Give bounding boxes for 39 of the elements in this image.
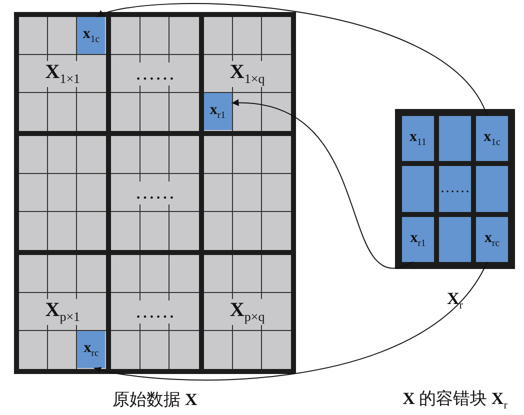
math-label: X$_{1×q}$ [228, 61, 267, 87]
matrix-cell [402, 216, 434, 262]
caption: X 的容错块 X$_{r}$ [402, 388, 508, 412]
math-label: X$_{p×q}$ [228, 299, 267, 325]
arrow [94, 261, 488, 381]
math-label: X$_{1×1}$ [43, 61, 82, 87]
matrix-cell [439, 216, 471, 262]
matrix-cell [476, 216, 508, 262]
matrix-block [19, 17, 106, 131]
matrix-cell [476, 166, 508, 212]
arrow [96, 3, 488, 116]
math-label: x$_{rc}$ [484, 230, 500, 249]
matrix-title: 原始数据 X [112, 389, 198, 411]
matrix-cell [402, 116, 434, 162]
matrix-cell [476, 116, 508, 162]
math-label: x$_{11}$ [410, 129, 426, 148]
math-label: x$_{r1}$ [210, 102, 226, 121]
matrix-cell [439, 166, 471, 212]
math-label: …… [440, 180, 470, 198]
matrix-block [204, 17, 291, 131]
math-label: x$_{r1}$ [410, 230, 426, 249]
matrix-block [111, 17, 199, 131]
math-label: x$_{1c}$ [484, 129, 500, 148]
math-label: x$_{1c}$ [82, 26, 100, 45]
matrix-cell [439, 116, 471, 162]
matrix-block [204, 136, 291, 250]
arrow [231, 100, 414, 269]
matrix-block [111, 255, 199, 369]
matrix-cell [204, 93, 232, 130]
matrix-block [204, 255, 291, 369]
matrix-cell [402, 166, 434, 212]
matrix-block [19, 255, 106, 369]
matrix-block [111, 136, 199, 250]
math-label: x$_{rc}$ [84, 340, 99, 359]
matrix-title: X$_{r}$ [447, 289, 463, 312]
matrix-block [19, 136, 106, 250]
matrix-cell [77, 17, 106, 54]
matrix-cell [77, 331, 106, 368]
math-label: X$_{p×1}$ [43, 299, 82, 325]
